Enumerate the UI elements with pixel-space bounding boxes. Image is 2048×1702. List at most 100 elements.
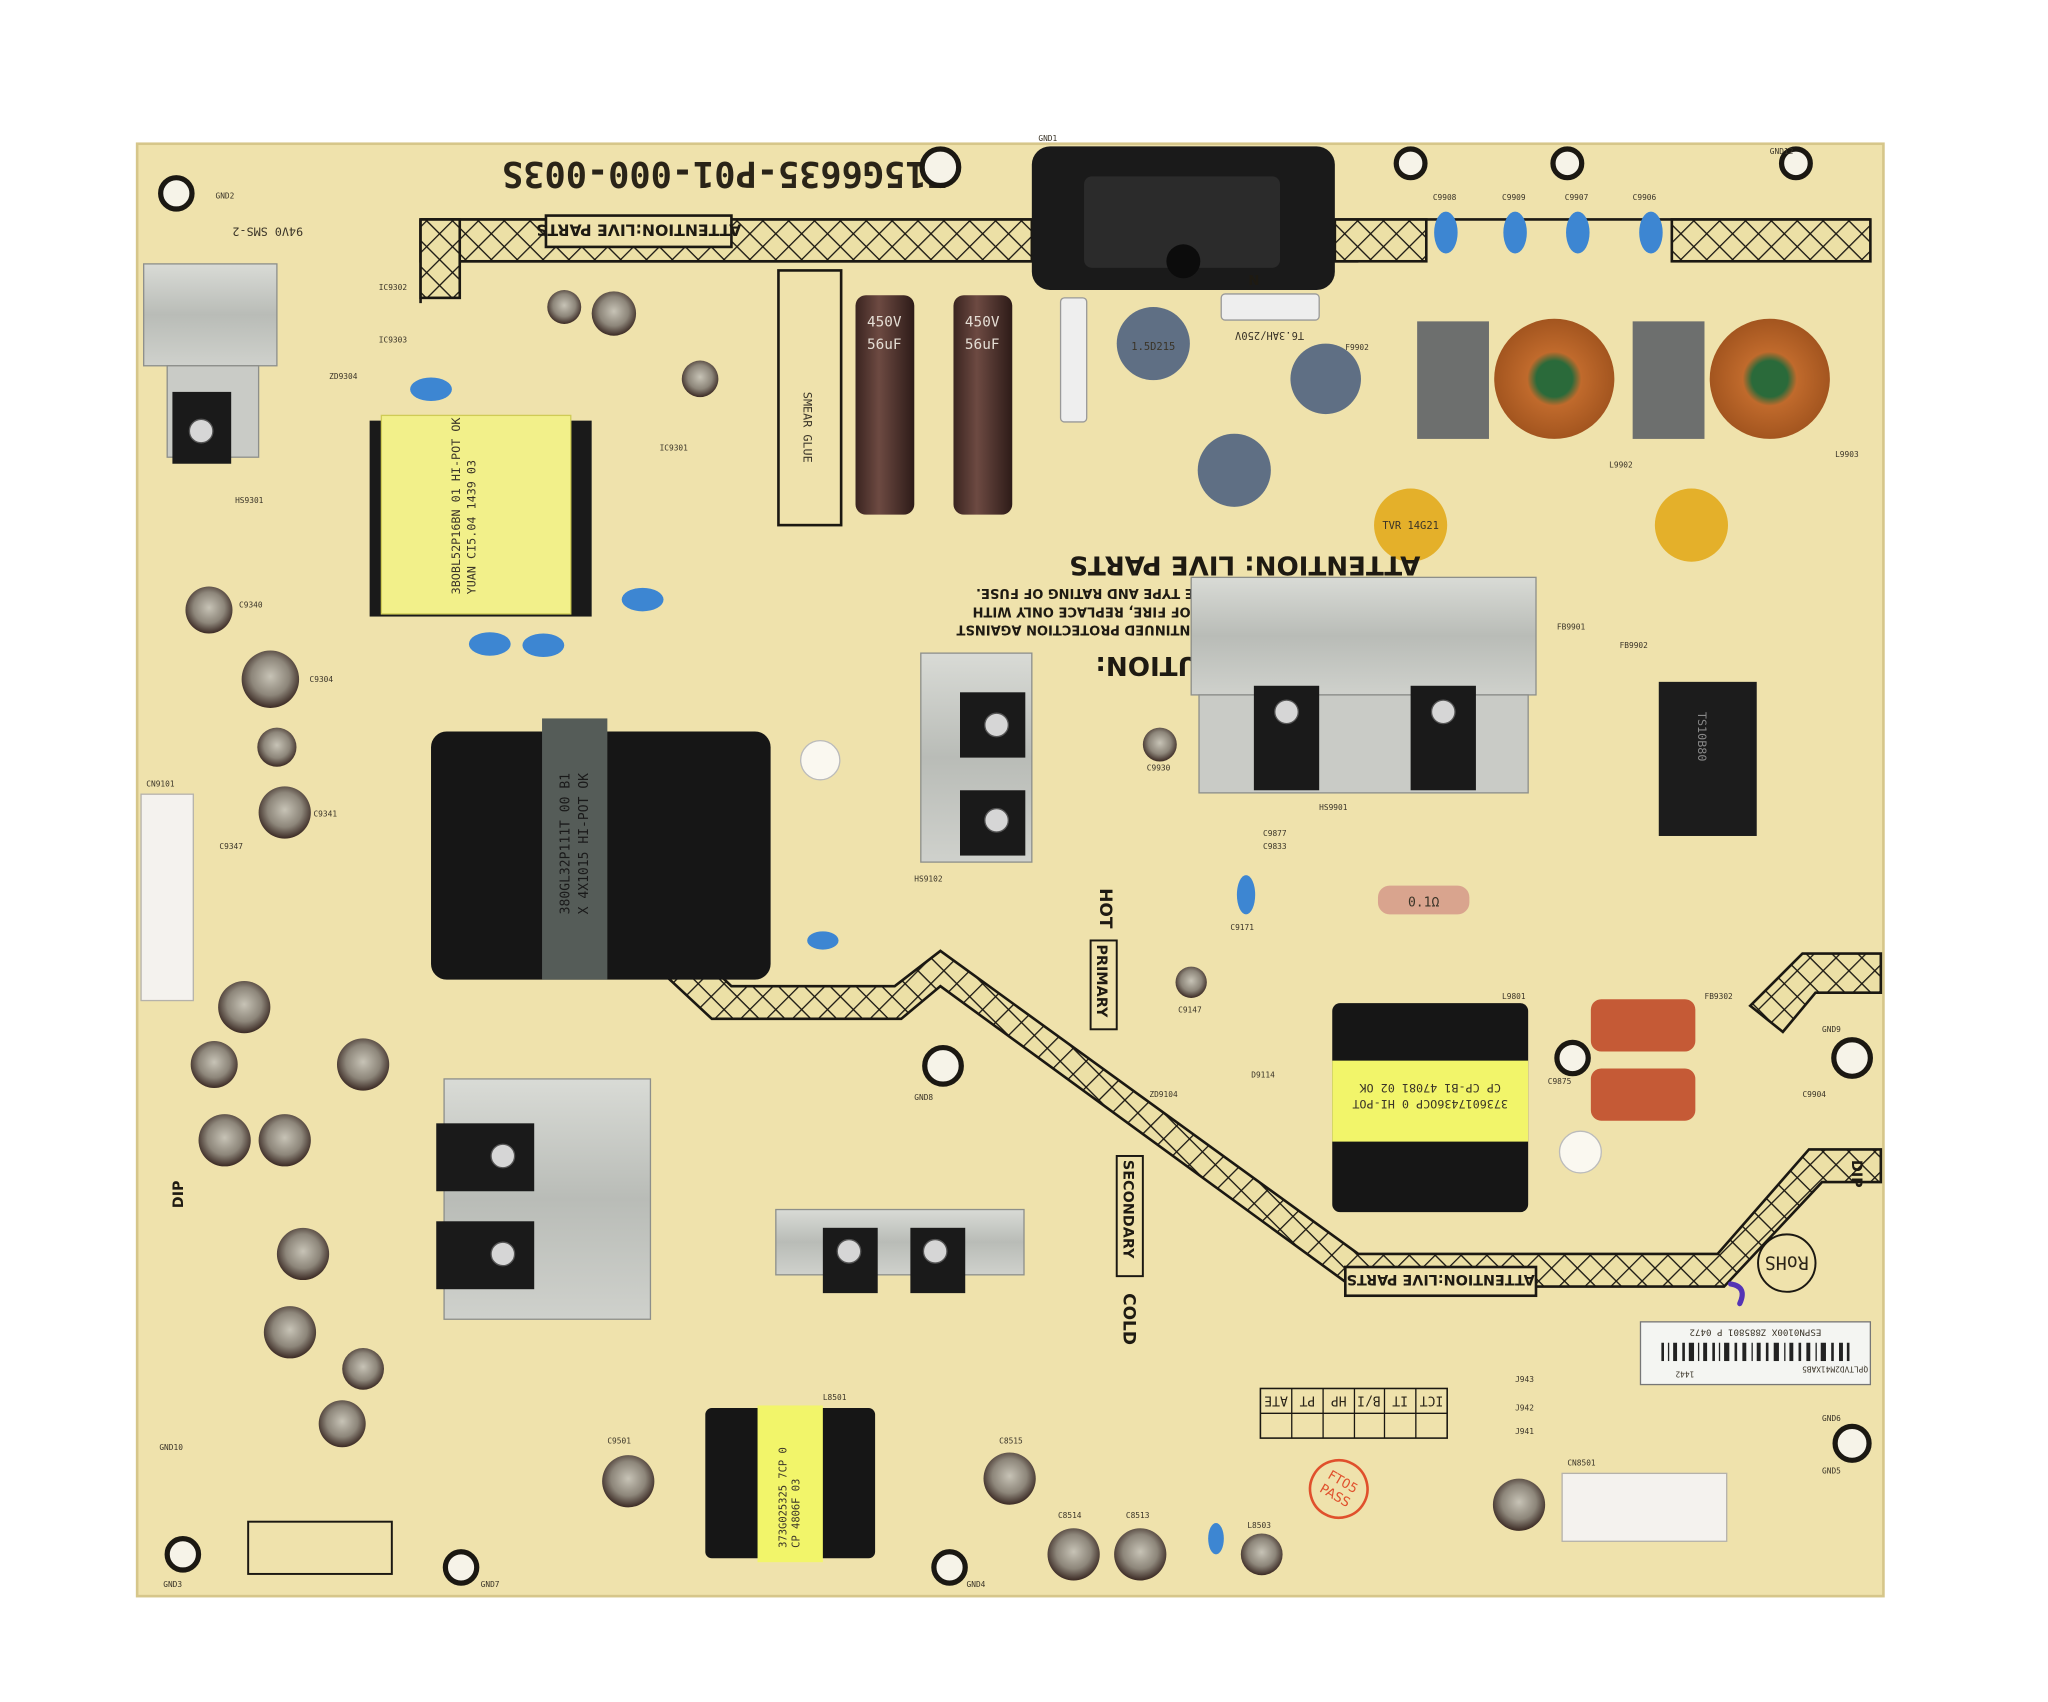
ref-designator: L8501: [823, 1393, 847, 1402]
smear-glue-zone: [777, 269, 843, 527]
spacer-post: [1558, 1130, 1602, 1174]
ict-header: ICT: [1420, 1392, 1444, 1407]
ref-designator: ZD9304: [329, 372, 358, 381]
ref-designator: C9906: [1633, 193, 1657, 202]
ref-designator: CN8501: [1567, 1459, 1596, 1468]
ac-input-connector: [1031, 146, 1335, 291]
tvr-label: TVR 14G21: [1382, 520, 1439, 532]
live-parts-hatch-band: [419, 218, 1883, 1288]
heatsink-bottom-left: [436, 1078, 652, 1320]
connector-bottom-right: [1561, 1472, 1728, 1542]
ref-designator: HS9102: [914, 875, 943, 884]
transformer-top-label-2: YUAN CI5.04 1439 03: [464, 460, 478, 594]
ref-designator: C9340: [239, 600, 263, 609]
transformer-right-label-2: CP CP-B1 47081 02 OK: [1359, 1081, 1501, 1095]
transformer-top-label-1: 3BOBL52P16BN 01 HI-POT OK: [449, 417, 463, 595]
attention-label-box-bottom: [1343, 1265, 1538, 1298]
heatsink-middle: [920, 652, 1033, 863]
ref-designator: J941: [1515, 1427, 1534, 1436]
barcode-bars-icon: [1661, 1342, 1850, 1362]
ref-designator: GND10: [159, 1443, 183, 1452]
fuse-main: [1220, 293, 1320, 321]
ref-designator: C9147: [1178, 1005, 1202, 1014]
ref-designator: GND1: [1038, 134, 1057, 143]
ref-designator: GND12: [1770, 147, 1794, 156]
attention-label-box-top: [544, 214, 733, 249]
screw-icon: [490, 1143, 516, 1169]
varistors: 1.5D215: [1116, 307, 1361, 507]
ref-designator: F9902: [1345, 343, 1369, 352]
ref-designator: GND4: [967, 1580, 986, 1589]
x-capacitor: [1590, 1068, 1696, 1121]
power-resistor: 0.1Ω: [1377, 885, 1470, 915]
ul-mark: 94V0 SMS-2: [232, 224, 303, 238]
ref-designator: IC9303: [379, 335, 408, 344]
ref-designator: IC9302: [379, 283, 408, 292]
hot-label: HOT: [1095, 888, 1115, 929]
ict-header: PT: [1299, 1392, 1315, 1407]
ref-designator: C9347: [219, 842, 243, 851]
transformer-right-label-1: 3736017436OCP 0 HI-POT: [1352, 1097, 1508, 1111]
ref-designator: GND8: [914, 1093, 933, 1102]
ref-designator: C8513: [1126, 1511, 1150, 1520]
dip-marker-right: DIP: [1848, 1160, 1864, 1188]
caution-line-3: SAME TYPE AND RATING OF FUSE.: [976, 585, 1226, 600]
ref-designator: C9875: [1548, 1077, 1572, 1086]
ref-designator: C9930: [1147, 764, 1171, 773]
ref-designator: C9501: [607, 1436, 631, 1445]
connector-footprint: [247, 1520, 393, 1575]
ref-designator: C9904: [1802, 1090, 1826, 1099]
tvr-varistors: TVR 14G21: [1374, 488, 1728, 562]
secondary-box: [1115, 1155, 1144, 1278]
cold-label: COLD: [1118, 1293, 1138, 1345]
bulk-capacitor-2: 450V 56uF: [953, 295, 1013, 515]
ict-header: IT: [1392, 1392, 1408, 1407]
ref-designator: L9801: [1502, 992, 1526, 1001]
ref-designator: GND2: [216, 192, 235, 201]
resistor-label: 0.1Ω: [1408, 896, 1440, 911]
cap-voltage: 450V: [965, 315, 1000, 331]
ref-designator: C9341: [313, 809, 337, 818]
electrolytic-capacitors: [185, 290, 1546, 1581]
ict-header: HP: [1331, 1392, 1347, 1407]
ref-designator: C9304: [310, 675, 334, 684]
primary-label: PRIMARY: [1093, 944, 1109, 1018]
ref-designator: C9907: [1565, 193, 1589, 202]
caution-line-1: FOR CONTINUED PROTECTION AGAINST: [956, 622, 1245, 637]
varistor-label: 1.5D215: [1131, 341, 1175, 353]
ref-designator: GND6: [1822, 1414, 1841, 1423]
ref-designator: C9833: [1263, 842, 1287, 851]
rohs-circle: [1757, 1233, 1817, 1293]
transformer-small-label-2: CP 4806F 03: [790, 1479, 802, 1548]
neutral-mark: N: [1248, 274, 1259, 289]
transformer-main: 380GL32P111T 00 B1 X 4X1015 HI-POT OK: [431, 718, 771, 980]
cap-voltage: 450V: [867, 315, 902, 331]
ref-designator: IC9301: [660, 444, 689, 453]
secondary-label: SECONDARY: [1119, 1160, 1135, 1259]
ref-designator: D9114: [1251, 1071, 1275, 1080]
led-hole: [800, 739, 841, 781]
screw-icon: [490, 1241, 516, 1267]
attention-live-parts-big: ATTENTION: LIVE PARTS: [1069, 549, 1420, 579]
fuse-rating: T6.3AH/250V: [1235, 329, 1304, 341]
ict-header: ATE: [1264, 1392, 1288, 1407]
cap-capacitance: 56uF: [867, 337, 902, 353]
attention-label-top: ATTENTION:LIVE PARTS: [536, 221, 741, 240]
heatsink-bottom-middle: [775, 1208, 1025, 1294]
ref-designator: C9877: [1263, 829, 1287, 838]
ref-designator: HS9901: [1319, 803, 1348, 812]
ref-designator: FB9302: [1704, 992, 1733, 1001]
barcode-line-3: 1442: [1675, 1369, 1694, 1378]
screw-icon: [984, 807, 1009, 833]
marker-tick: [1727, 1281, 1745, 1307]
ref-designator: ZD9104: [1149, 1090, 1178, 1099]
cap-capacitance: 56uF: [965, 337, 1000, 353]
barcode-line-1: ESPN0100X Z885801 P 0472: [1689, 1327, 1821, 1337]
heatsink-top-left: [143, 263, 278, 464]
bridge-label: TS10B80: [1695, 712, 1709, 762]
ref-designator: C8515: [999, 1436, 1023, 1445]
caution-line-2: RISK OF FIRE, REPLACE ONLY WITH: [973, 603, 1230, 618]
attention-label-bottom: ATTENTION:LIVE PARTS: [1347, 1271, 1535, 1287]
screw-icon: [836, 1238, 862, 1264]
